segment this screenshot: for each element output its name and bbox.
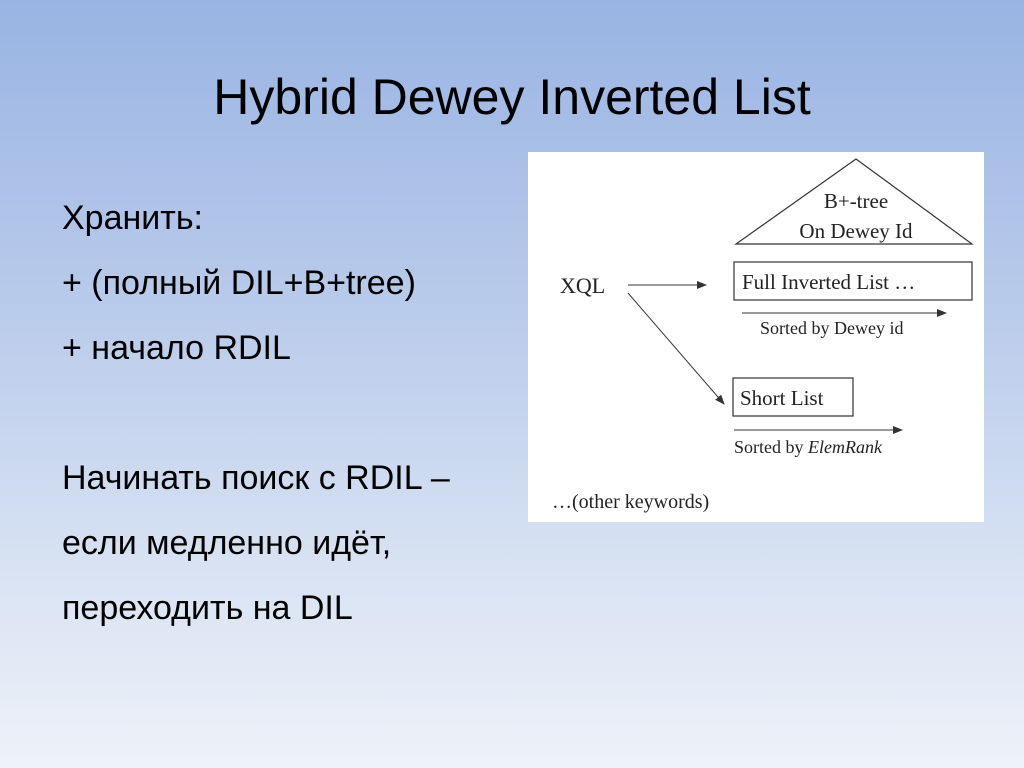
- full-inverted-list-label: Full Inverted List …: [742, 270, 915, 294]
- body-line-switch-dil: переходить на DIL: [62, 589, 353, 627]
- btree-label-line2: On Dewey Id: [799, 219, 913, 243]
- btree-label-line1: B+-tree: [824, 189, 888, 213]
- body-gap: [62, 381, 532, 446]
- short-sort-label-prefix: Sorted by: [734, 437, 808, 457]
- body-line-full-dil: + (полный DIL+B+tree): [62, 264, 416, 302]
- body-line-search-start: Начинать поиск с RDIL –: [62, 459, 450, 497]
- body-line-if-slow: если медленно идёт,: [62, 524, 392, 562]
- slide-body: Хранить: + (полный DIL+B+tree) + начало …: [62, 186, 532, 641]
- hdil-diagram-svg: B+-tree On Dewey Id XQL Full Inverted Li…: [552, 158, 974, 513]
- short-sort-label: Sorted by ElemRank: [734, 437, 883, 457]
- arrow-to-short-list: [627, 292, 725, 405]
- hdil-diagram: B+-tree On Dewey Id XQL Full Inverted Li…: [528, 152, 984, 522]
- full-inverted-list-box: [733, 261, 973, 301]
- full-sort-label: Sorted by Dewey id: [760, 318, 903, 338]
- short-list-box: [732, 377, 854, 417]
- slide-title: Hybrid Dewey Inverted List: [213, 69, 811, 125]
- short-list-label: Short List: [740, 386, 824, 410]
- short-sort-label-elemrank: ElemRank: [807, 437, 883, 457]
- body-line-rdil-start: + начало RDIL: [62, 329, 291, 367]
- xql-label: XQL: [560, 273, 605, 298]
- body-line-store: Хранить:: [62, 199, 203, 237]
- btree-triangle: [734, 158, 974, 245]
- other-keywords-label: …(other keywords): [552, 491, 709, 513]
